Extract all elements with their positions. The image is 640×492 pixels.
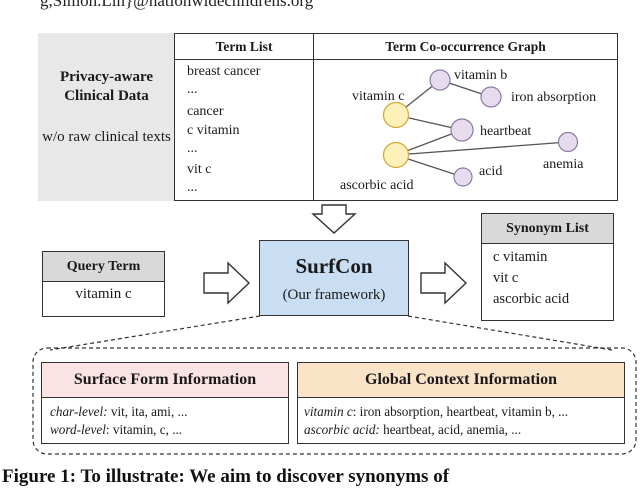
callout-line-left [49, 315, 261, 351]
label-vitamin-b: vitamin b [454, 68, 507, 83]
node-heartbeat [450, 118, 474, 142]
synonym-list-title: Synonym List [481, 213, 614, 244]
surfcon-subtitle: (Our framework) [282, 287, 386, 303]
global-ascorbic-acid-key: ascorbic acid: [304, 422, 380, 437]
surfcon-name: SurfCon [295, 254, 373, 278]
label-vitamin-c: vitamin c [352, 89, 405, 104]
arrow-right-icon [203, 261, 251, 305]
label-heartbeat: heartbeat [480, 124, 531, 139]
privacy-label-panel [38, 33, 175, 201]
header-email-fragment: g,Simon.Lin}@nationwidechildrens.org [40, 0, 314, 10]
callout-line-right [407, 315, 613, 351]
term-item: ... [187, 82, 198, 97]
edge-ascorbic-anemia [395, 141, 569, 156]
global-ascorbic-acid-line: ascorbic acid: heartbeat, acid, anemia, … [304, 422, 521, 438]
surface-form-title: Surface Form Information [41, 362, 289, 398]
node-iron-absorption [480, 86, 502, 108]
label-iron-absorption: iron absorption [511, 90, 596, 105]
query-term-title: Query Term [42, 251, 165, 282]
label-anemia: anemia [543, 157, 584, 172]
node-vitamin-b [429, 69, 451, 91]
term-item: c vitamin [187, 123, 240, 138]
node-anemia [557, 131, 579, 153]
arrow-down-icon [311, 204, 357, 234]
word-level-values: : vitamin, c, ... [105, 422, 183, 437]
global-ascorbic-acid-values: heartbeat, acid, anemia, ... [379, 422, 522, 437]
privacy-title: Privacy-aware Clinical Data [59, 69, 154, 104]
term-item: breast cancer [187, 64, 261, 79]
synonym-item: vit c [493, 270, 519, 286]
global-context-title: Global Context Information [297, 362, 625, 398]
term-item: ... [187, 141, 198, 156]
node-ascorbic-acid [382, 141, 410, 169]
synonym-item: ascorbic acid [493, 291, 570, 307]
node-acid [453, 167, 473, 187]
surfcon-box [259, 240, 409, 316]
global-vitamin-c-key: vitamin c [304, 404, 353, 419]
graph-header-line [313, 59, 618, 60]
surface-char-level-line: char-level: vit, ita, ami, ... [50, 404, 187, 420]
char-level-values: vit, ita, ami, ... [107, 404, 188, 419]
term-list-header-line [175, 59, 313, 60]
label-ascorbic-acid: ascorbic acid [340, 178, 413, 193]
term-item: ... [187, 180, 198, 195]
term-list-title: Term List [215, 39, 273, 54]
graph-title: Term Co-occurrence Graph [385, 39, 546, 54]
query-term-value: vitamin c [75, 286, 132, 302]
surface-word-level-line: word-level: vitamin, c, ... [50, 422, 182, 438]
term-item: cancer [187, 104, 224, 119]
privacy-subtitle: w/o raw clinical texts [42, 129, 171, 145]
global-vitamin-c-line: vitamin c: iron absorption, heartbeat, v… [304, 404, 568, 420]
arrow-right-icon [420, 261, 468, 305]
label-acid: acid [479, 164, 502, 179]
callout-dashed-border [32, 347, 637, 455]
column-divider [313, 33, 314, 201]
node-vitamin-c [382, 101, 410, 129]
word-level-key: word-level [50, 422, 106, 437]
term-item: vit c [187, 162, 212, 177]
char-level-key: char-level: [50, 404, 108, 419]
figure-caption-fragment: Figure 1: To illustrate: We aim to disco… [2, 466, 450, 487]
global-vitamin-c-values: : iron absorption, heartbeat, vitamin b,… [352, 404, 569, 419]
synonym-item: c vitamin [493, 249, 548, 265]
